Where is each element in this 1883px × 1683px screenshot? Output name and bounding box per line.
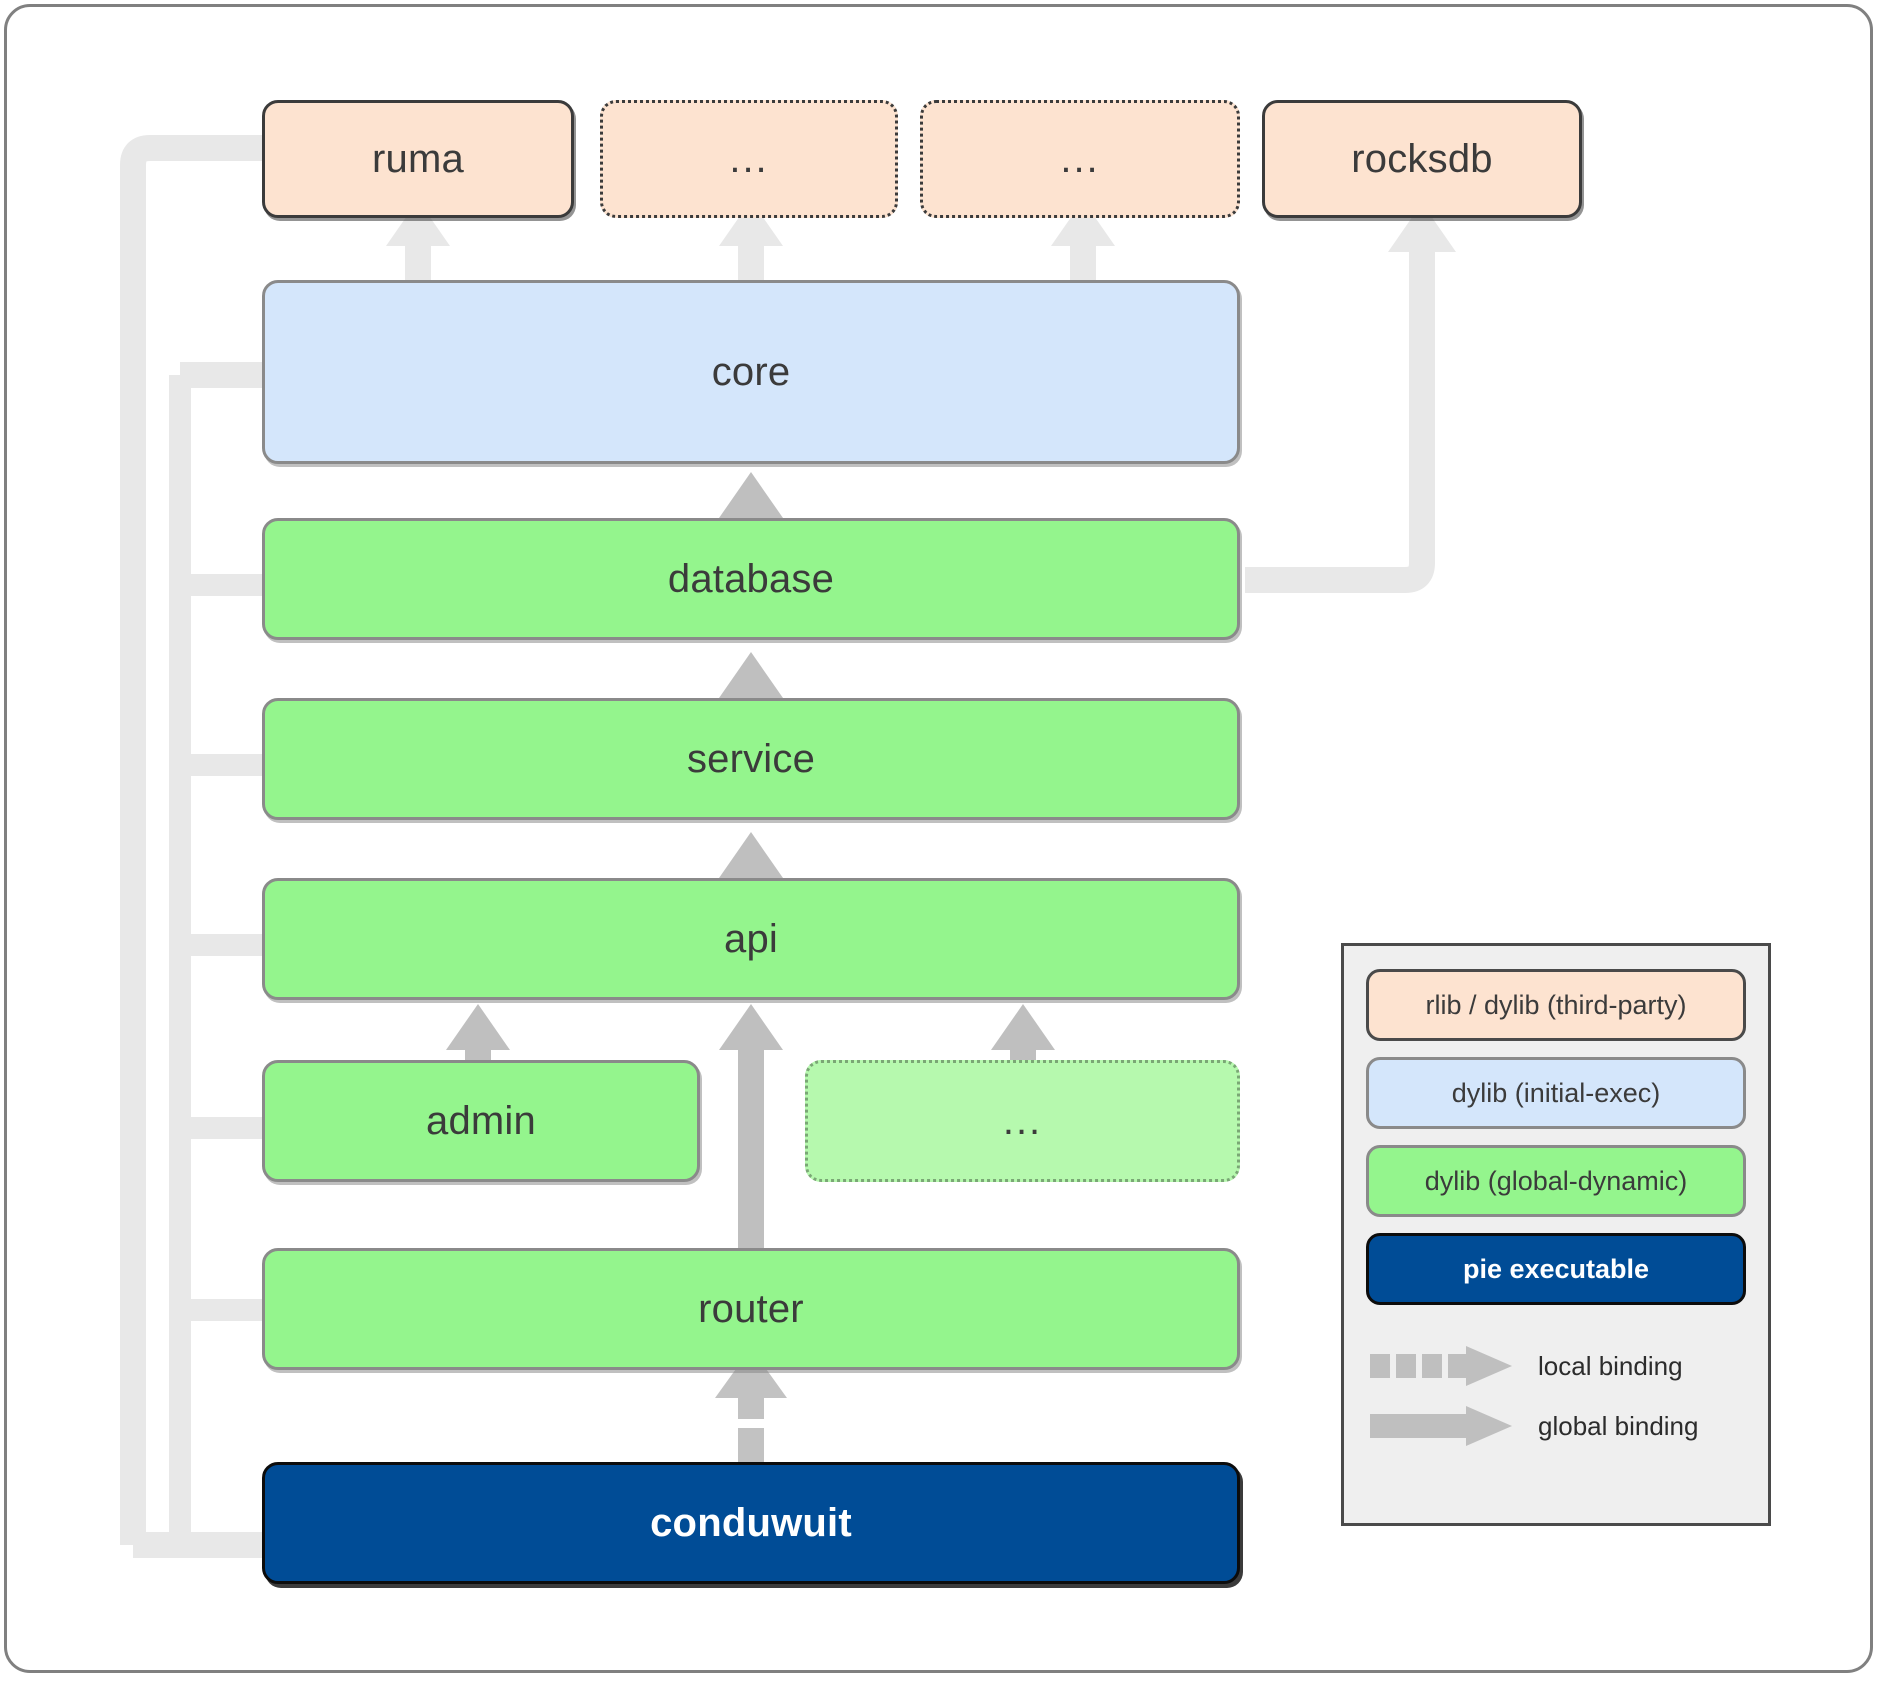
node-core-label: core bbox=[711, 349, 791, 394]
legend-swatch-global-dynamic: dylib (global-dynamic) bbox=[1366, 1145, 1746, 1217]
global-binding-arrow-icon bbox=[1370, 1406, 1512, 1446]
node-rocksdb-label: rocksdb bbox=[1351, 136, 1493, 181]
node-globaldynamic-ellipsis-label: ... bbox=[1002, 1099, 1043, 1143]
node-database[interactable]: database bbox=[262, 518, 1240, 640]
legend-global-binding-label: global binding bbox=[1538, 1410, 1699, 1441]
legend-swatch-initial-exec: dylib (initial-exec) bbox=[1366, 1057, 1746, 1129]
node-api-label: api bbox=[724, 916, 778, 961]
legend-swatch-global-dynamic-label: dylib (global-dynamic) bbox=[1424, 1165, 1688, 1196]
node-thirdparty-ellipsis-1-label: ... bbox=[729, 137, 769, 181]
legend-swatch-pie-executable: pie executable bbox=[1366, 1233, 1746, 1305]
node-service[interactable]: service bbox=[262, 698, 1240, 820]
node-ruma[interactable]: ruma bbox=[262, 100, 574, 218]
node-ruma-label: ruma bbox=[372, 136, 464, 181]
node-rocksdb[interactable]: rocksdb bbox=[1262, 100, 1582, 218]
legend-swatch-third-party-label: rlib / dylib (third-party) bbox=[1425, 989, 1687, 1020]
node-router-label: router bbox=[698, 1286, 804, 1331]
legend-swatch-third-party: rlib / dylib (third-party) bbox=[1366, 969, 1746, 1041]
node-service-label: service bbox=[686, 736, 816, 781]
node-thirdparty-ellipsis-2[interactable]: ... bbox=[920, 100, 1240, 218]
legend-row-global-binding: global binding bbox=[1366, 1398, 1756, 1454]
node-conduwuit-label: conduwuit bbox=[650, 1500, 852, 1545]
node-conduwuit[interactable]: conduwuit bbox=[262, 1462, 1240, 1584]
local-binding-arrow-icon bbox=[1370, 1346, 1512, 1386]
node-router[interactable]: router bbox=[262, 1248, 1240, 1370]
node-core[interactable]: core bbox=[262, 280, 1240, 464]
node-admin[interactable]: admin bbox=[262, 1060, 700, 1182]
legend-swatch-pie-executable-label: pie executable bbox=[1462, 1253, 1650, 1284]
node-admin-label: admin bbox=[426, 1098, 536, 1143]
legend-panel: rlib / dylib (third-party) dylib (initia… bbox=[1341, 943, 1771, 1526]
legend-local-binding-label: local binding bbox=[1538, 1350, 1683, 1381]
node-api[interactable]: api bbox=[262, 878, 1240, 1000]
node-globaldynamic-ellipsis[interactable]: ... bbox=[805, 1060, 1240, 1182]
node-thirdparty-ellipsis-1[interactable]: ... bbox=[600, 100, 898, 218]
node-thirdparty-ellipsis-2-label: ... bbox=[1060, 137, 1100, 181]
node-database-label: database bbox=[667, 556, 835, 601]
legend-row-local-binding: local binding bbox=[1366, 1338, 1756, 1394]
legend-swatch-initial-exec-label: dylib (initial-exec) bbox=[1451, 1077, 1661, 1108]
